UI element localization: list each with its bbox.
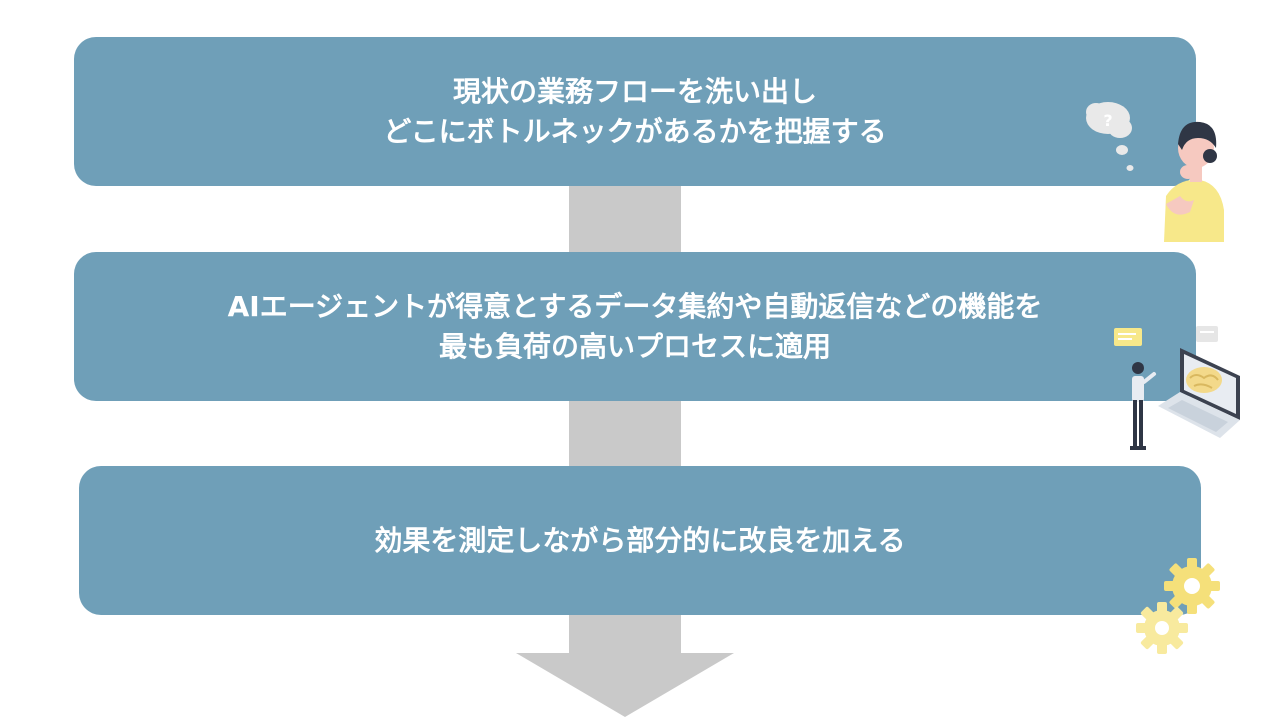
step-2-line-1: AIエージェントが得意とするデータ集約や自動返信などの機能を [227, 289, 1043, 323]
step-box-2: AIエージェントが得意とするデータ集約や自動返信などの機能を 最も負荷の高いプロ… [74, 252, 1196, 401]
gears-icon [1136, 558, 1220, 654]
step-box-1: 現状の業務フローを洗い出し どこにボトルネックがあるかを把握する [74, 37, 1196, 186]
step-1-line-2: どこにボトルネックがあるかを把握する [383, 114, 887, 148]
flow-arrow-head [516, 653, 734, 717]
step-box-3: 効果を測定しながら部分的に改良を加える [79, 466, 1201, 615]
step-3-line-1: 効果を測定しながら部分的に改良を加える [374, 523, 906, 557]
step-2-line-2: 最も負荷の高いプロセスに適用 [438, 329, 831, 363]
ai-laptop-person-icon [1114, 326, 1240, 450]
step-1-line-1: 現状の業務フローを洗い出し [452, 74, 817, 108]
thinking-person-icon: ? [1086, 102, 1224, 242]
thought-bubble-mark: ? [1103, 111, 1112, 130]
